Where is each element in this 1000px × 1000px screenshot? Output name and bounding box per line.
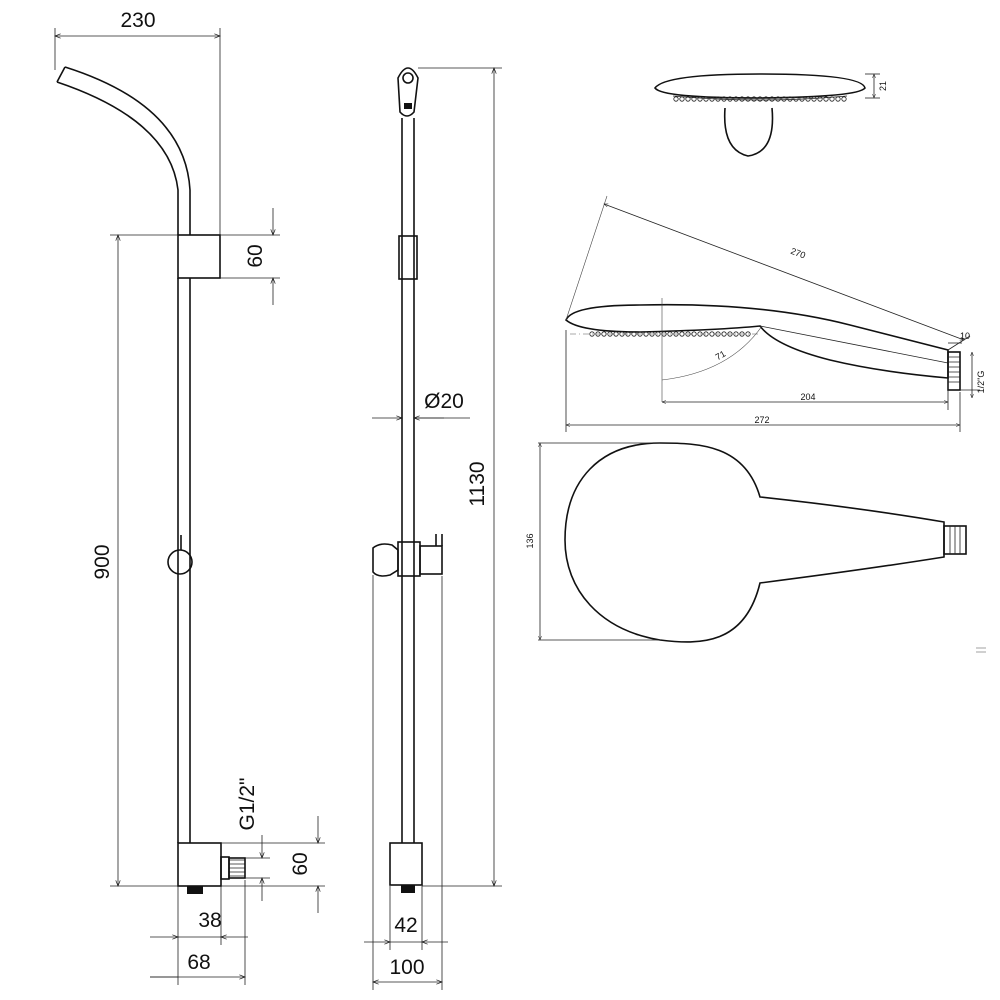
nozzle <box>691 96 697 102</box>
nozzle <box>751 96 757 102</box>
dim-handle-thread-length: 10 <box>960 331 970 341</box>
nozzle <box>685 96 691 102</box>
dim-wall-projection: 68 <box>187 951 210 974</box>
dim-total-height: 1130 <box>466 461 489 506</box>
side-upper-bracket <box>398 235 418 280</box>
side-view: Ø20 1130 42 100 <box>364 68 502 990</box>
dim-tilt-angle: 71 <box>714 349 728 363</box>
nozzle <box>715 96 721 102</box>
nozzle <box>679 96 685 102</box>
nozzle <box>757 96 763 102</box>
dim-elbow-height: 60 <box>289 852 312 875</box>
nozzle <box>733 96 739 102</box>
nozzle <box>745 96 751 102</box>
handshower-face-outline <box>564 442 945 643</box>
inlet-thread <box>220 856 230 880</box>
handshower-side-view: 270 10 1/2"G 71 204 272 <box>565 195 986 432</box>
nozzle <box>835 96 841 102</box>
dim-rail-length: 900 <box>91 544 114 579</box>
dim-handshower-length: 270 <box>789 246 807 261</box>
handle-thread <box>947 351 961 391</box>
shower-arm-curve <box>56 81 179 235</box>
nozzle <box>823 96 829 102</box>
dim-bracket-width: 42 <box>394 914 417 937</box>
dim-inlet-thread: G1/2" <box>236 778 259 831</box>
nozzle <box>697 96 703 102</box>
nozzle <box>829 96 835 102</box>
nozzle <box>739 96 745 102</box>
handshower-front-view: 136 <box>525 442 986 653</box>
front-view: 230 60 900 G1/2" 60 38 <box>55 9 325 985</box>
nozzle <box>727 96 733 102</box>
dim-head-thickness: 21 <box>878 81 888 91</box>
nozzle <box>817 96 823 102</box>
nozzle <box>841 96 847 102</box>
handle-stub <box>723 107 774 157</box>
dim-handle-thread: 1/2"G <box>976 371 986 394</box>
side-lower-bracket <box>389 842 423 886</box>
top-cap <box>397 67 419 117</box>
lower-wall-elbow <box>177 842 222 887</box>
nozzle <box>673 96 679 102</box>
dim-elbow-depth: 38 <box>198 909 221 932</box>
upper-wall-bracket <box>177 234 221 279</box>
nozzle <box>787 96 793 102</box>
nozzle <box>811 96 817 102</box>
dim-head-diameter: 136 <box>525 533 535 548</box>
nozzle <box>709 96 715 102</box>
nozzle-row <box>673 96 847 102</box>
nozzle <box>763 96 769 102</box>
side-slider <box>372 543 399 577</box>
nozzle <box>703 96 709 102</box>
dim-diameter: Ø20 <box>424 390 464 413</box>
slider-knob <box>167 549 193 575</box>
nozzle <box>775 96 781 102</box>
dim-clamp-height: 60 <box>244 244 267 267</box>
nozzle <box>805 96 811 102</box>
nozzle <box>769 96 775 102</box>
nozzle <box>793 96 799 102</box>
nozzle <box>721 96 727 102</box>
dim-top-offset: 230 <box>120 9 155 32</box>
dim-handle-run: 204 <box>800 392 815 402</box>
dim-total-width: 100 <box>389 956 424 979</box>
handshower-top-view: 21 <box>654 73 888 157</box>
dim-overall-length: 272 <box>754 415 769 425</box>
nozzle <box>589 331 595 337</box>
nozzle <box>781 96 787 102</box>
head-profile <box>654 73 866 99</box>
handshower-body <box>565 303 949 379</box>
nozzle <box>799 96 805 102</box>
